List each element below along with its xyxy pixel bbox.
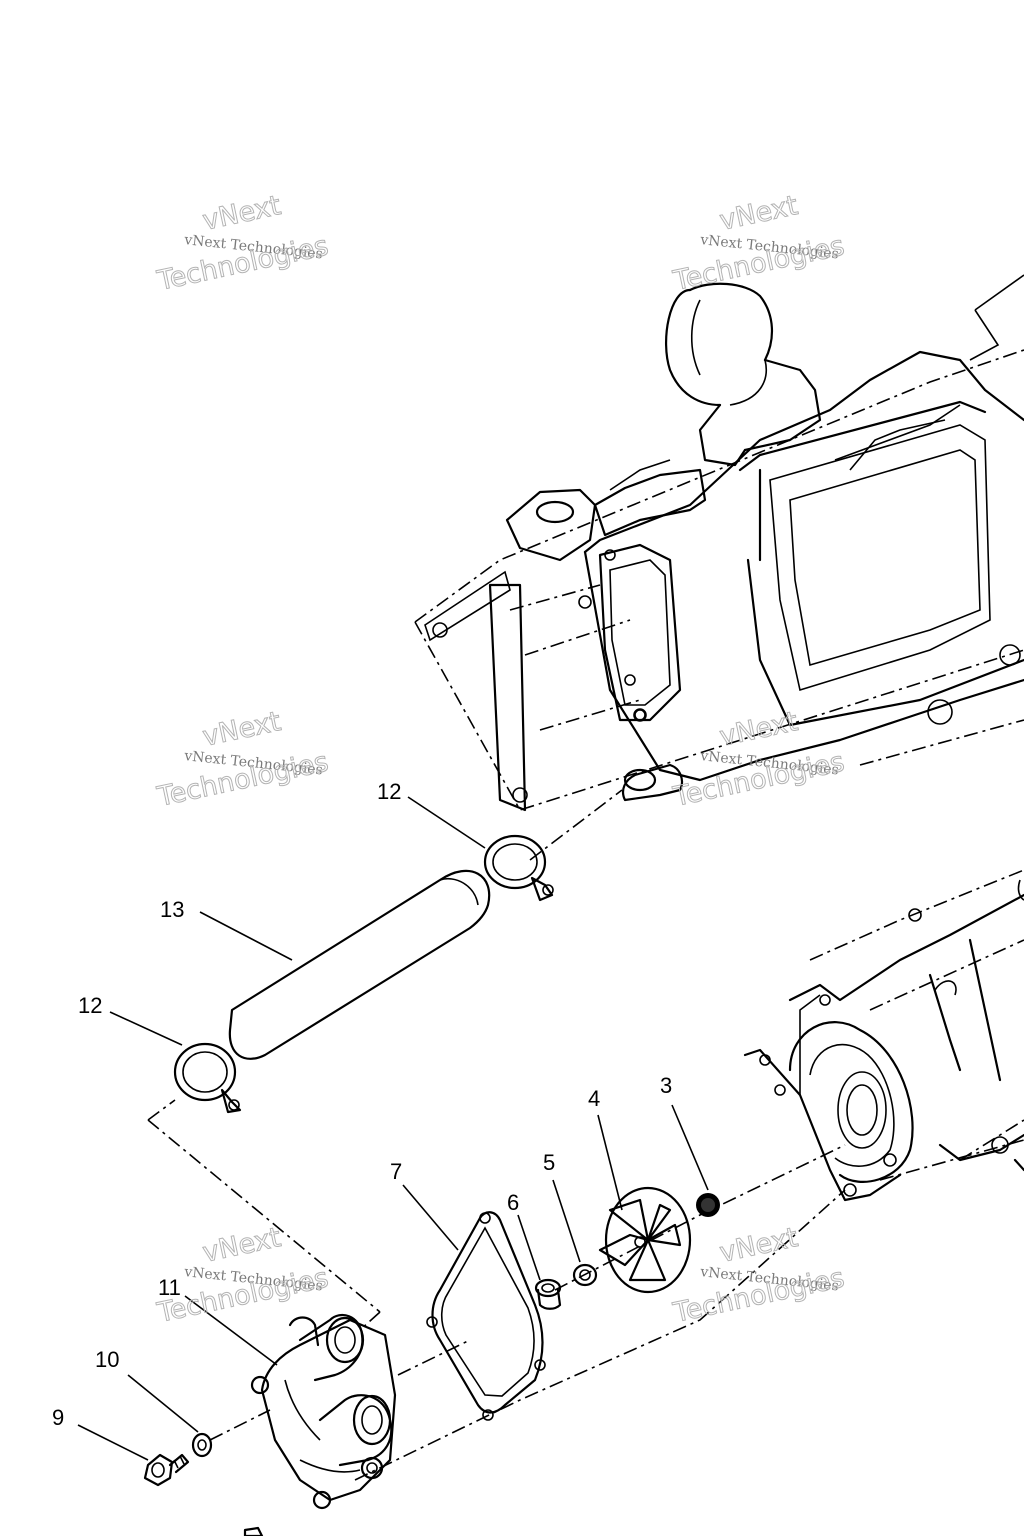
callout-labels: 12 13 12 3 4 5 6 7 11 10 9 [52, 779, 672, 1430]
watermark-large-top: vNext [717, 706, 801, 753]
water-pump-cover [243, 1313, 397, 1536]
callout-3: 3 [660, 1073, 672, 1098]
watermark-middle-left: vNext vNext Technologies Technologies [154, 706, 332, 814]
pump-shaft-plug [696, 1193, 720, 1217]
watermark-top-left: vNext vNext Technologies Technologies [154, 190, 332, 298]
water-pump-impeller [598, 1186, 692, 1294]
watermark-top-right: vNext vNext Technologies Technologies [670, 190, 848, 298]
callout-7: 7 [390, 1159, 402, 1184]
watermark-large-top: vNext [200, 190, 284, 237]
watermark-large-top: vNext [200, 706, 284, 753]
callout-11: 11 [158, 1275, 181, 1300]
pump-cover-gasket [426, 1211, 546, 1421]
callout-5: 5 [543, 1150, 555, 1175]
callout-10: 10 [95, 1347, 119, 1372]
hose-clamp-lower [173, 1042, 242, 1114]
bolt-washer [191, 1432, 213, 1458]
watermark-large-top: vNext [200, 1222, 284, 1269]
callout-4: 4 [588, 1086, 600, 1111]
cover-bolt [143, 1453, 190, 1487]
hose-clamp-upper [483, 834, 554, 902]
callout-13: 13 [160, 897, 184, 922]
impeller-washer [572, 1263, 598, 1287]
crankcase-assembly [743, 869, 1024, 1202]
callout-6: 6 [507, 1190, 519, 1215]
watermark-large-top: vNext [717, 1222, 801, 1269]
pump-seal [534, 1278, 562, 1310]
watermark-middle-right: vNext vNext Technologies Technologies [670, 706, 848, 814]
callout-9: 9 [52, 1405, 64, 1430]
assembly-centerlines [147, 789, 846, 1481]
callout-12-upper: 12 [377, 779, 401, 804]
cylinder-head-assembly [414, 274, 1024, 812]
leader-lines [77, 796, 709, 1461]
coolant-hose [228, 869, 491, 1060]
callout-12-lower: 12 [78, 993, 102, 1018]
watermark-large-top: vNext [717, 190, 801, 237]
watermark-bottom-right: vNext vNext Technologies Technologies [670, 1222, 848, 1330]
